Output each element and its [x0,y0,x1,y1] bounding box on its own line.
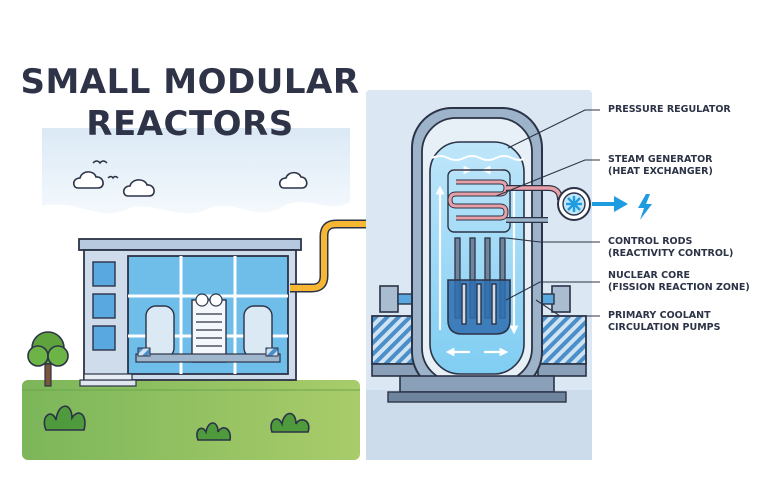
diagram-title-line2: REACTORS [86,104,294,144]
label-steam-generator-line2: (HEAT EXCHANGER) [608,166,713,177]
label-steam-generator-line1: STEAM GENERATOR [608,154,713,165]
label-nuclear-core-line1: NUCLEAR CORE [608,270,691,281]
reactor-supports [371,285,587,377]
label-control-rods-line2: (REACTIVITY CONTROL) [608,248,734,259]
bush-icon [43,405,310,441]
coolant-flow-arrows [435,165,519,357]
label-primary-coolant-pumps: PRIMARY COOLANT CIRCULATION PUMPS [608,310,720,334]
bird-icon [92,160,119,180]
diagram-title-line1: SMALL MODULAR [20,62,360,102]
label-control-rods-line1: CONTROL RODS [608,236,693,247]
label-steam-generator: STEAM GENERATOR (HEAT EXCHANGER) [608,154,713,178]
turbine-icon [557,187,591,221]
smr-building [78,238,302,387]
pressure-vessel [387,107,567,403]
label-pressure-regulator-line1: PRESSURE REGULATOR [608,104,731,115]
label-primary-coolant-pumps-line1: PRIMARY COOLANT [608,310,711,321]
cloud-icon [72,171,104,189]
lightning-bolt-icon [638,194,652,220]
cloud-icon [278,171,308,189]
label-nuclear-core: NUCLEAR CORE (FISSION REACTION ZONE) [608,270,750,294]
control-rods [454,237,506,319]
leader-lines [495,109,600,317]
sky-cloud-band [42,128,350,214]
label-control-rods: CONTROL RODS (REACTIVITY CONTROL) [608,236,733,260]
nuclear-core [447,279,511,335]
power-output-arrow-icon [592,196,628,212]
tree-icon [27,331,69,387]
label-pressure-regulator: PRESSURE REGULATOR [608,104,731,116]
cloud-icon [122,179,155,197]
label-nuclear-core-line2: (FISSION REACTION ZONE) [608,282,750,293]
ground [22,380,360,460]
label-primary-coolant-pumps-line2: CIRCULATION PUMPS [608,322,721,333]
